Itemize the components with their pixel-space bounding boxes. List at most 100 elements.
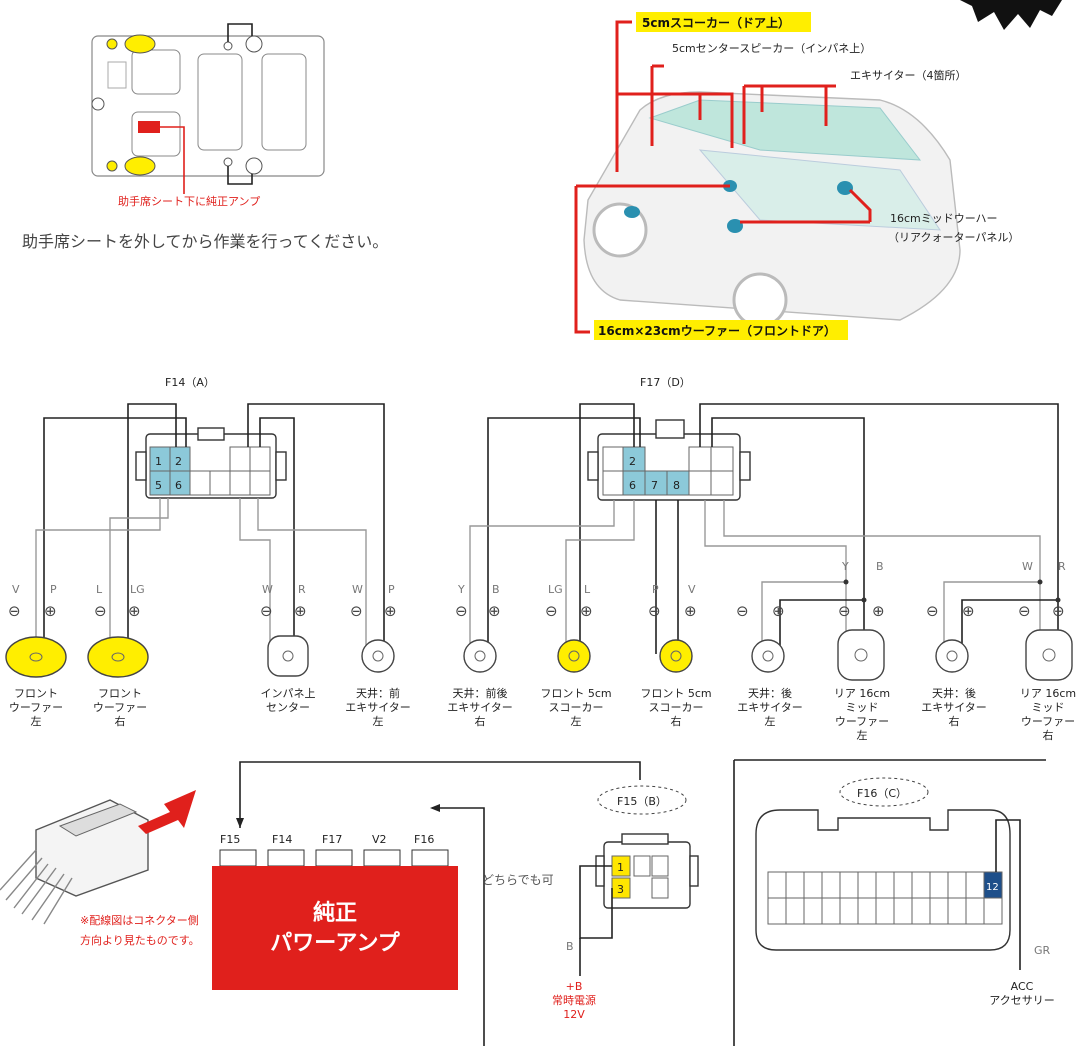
pos-symbol: ⊕ bbox=[580, 602, 593, 620]
neg-symbol: ⊖ bbox=[838, 602, 851, 620]
f17-pin-8: 8 bbox=[673, 479, 680, 492]
pos-symbol: ⊕ bbox=[44, 602, 57, 620]
speaker-label: リア 16cm bbox=[834, 687, 890, 700]
f15-wire-color: B bbox=[566, 940, 574, 953]
pos-symbol: ⊕ bbox=[772, 602, 785, 620]
connector-f16: F16（C） 12 GR ACC アクセサリー bbox=[733, 759, 1055, 1046]
speaker-label: 右 bbox=[949, 714, 960, 728]
acc-label-2: アクセサリー bbox=[989, 994, 1054, 1007]
connector-f15: F15（B） 1 3 どちらでも可 B +B 常時電源 12V bbox=[482, 785, 699, 1021]
amp-port-f15: F15 bbox=[220, 833, 240, 846]
acc-label-1: ACC bbox=[1011, 980, 1034, 993]
wire-pos-2: LG bbox=[130, 583, 145, 596]
speaker-squawker-right bbox=[659, 639, 693, 673]
speaker-rear-midwoofer-left bbox=[837, 629, 885, 681]
amp-port-f17: F17 bbox=[322, 833, 342, 846]
neg-symbol: ⊖ bbox=[350, 602, 363, 620]
pos-symbol: ⊕ bbox=[962, 602, 975, 620]
car-illustration: 5cmスコーカー（ドア上） 5cmセンタースピーカー（インパネ上） エキサイター… bbox=[574, 0, 1062, 340]
pos-symbol: ⊕ bbox=[384, 602, 397, 620]
speaker-label: 天井：後 bbox=[932, 686, 976, 700]
amp-title-line1: 純正 bbox=[313, 900, 357, 926]
callout-exciter: エキサイター（4箇所） bbox=[850, 68, 967, 82]
speaker-label: ミッド bbox=[1032, 701, 1065, 714]
power-amp: F15 F14 F17 V2 F16 純正 パワーアンプ bbox=[212, 761, 641, 1046]
pos-symbol: ⊕ bbox=[872, 602, 885, 620]
amp-port-f14: F14 bbox=[272, 833, 292, 846]
polarity-symbols: ⊖ ⊕ ⊖ ⊕ ⊖ ⊕ ⊖ ⊕ ⊖ ⊕ ⊖ ⊕ ⊖ ⊕ ⊖ ⊕ ⊖ ⊕ ⊖ ⊕ … bbox=[8, 602, 1065, 620]
speaker-label: 天井：前後 bbox=[453, 686, 508, 700]
speaker-label: 右 bbox=[475, 714, 486, 728]
speaker-exciter-front-right bbox=[463, 639, 497, 673]
amp-title-line2: パワーアンプ bbox=[270, 931, 401, 956]
wire-neg-6: LG bbox=[548, 583, 563, 596]
speaker-label: フロント bbox=[14, 687, 58, 700]
connector-note-2: 方向より見たものです。 bbox=[80, 933, 200, 947]
connector-f17: F17（D） 2 6 7 8 bbox=[587, 376, 751, 501]
speaker-label: 天井：後 bbox=[748, 686, 792, 700]
connector-f15-label: F15（B） bbox=[617, 795, 667, 808]
speaker-label: センター bbox=[266, 701, 310, 714]
pos-symbol: ⊕ bbox=[294, 602, 307, 620]
bplus-label-2: 常時電源 bbox=[552, 993, 596, 1007]
wire-neg-2: L bbox=[96, 583, 103, 596]
wire-neg-11: W bbox=[1022, 560, 1033, 573]
speaker-label: リア 16cm bbox=[1020, 687, 1076, 700]
f14-pin-6: 6 bbox=[175, 479, 182, 492]
f16-pin-grid: 12 bbox=[767, 871, 1003, 925]
speaker-label: インパネ上 bbox=[261, 687, 316, 700]
f16-pin-12: 12 bbox=[986, 882, 999, 893]
neg-symbol: ⊖ bbox=[260, 602, 273, 620]
speaker-wiring bbox=[35, 403, 1061, 654]
speaker-label: 右 bbox=[115, 714, 126, 728]
callout-front-woofer: 16cm×23cmウーファー（フロントドア） bbox=[598, 323, 836, 338]
wire-neg-3: W bbox=[262, 583, 273, 596]
wire-neg-4: W bbox=[352, 583, 363, 596]
neg-symbol: ⊖ bbox=[736, 602, 749, 620]
either-ok-note: どちらでも可 bbox=[482, 873, 554, 887]
wire-neg-9: Y bbox=[841, 560, 849, 573]
neg-symbol: ⊖ bbox=[94, 602, 107, 620]
speaker-label: 左 bbox=[765, 715, 776, 728]
speaker-labels: フロント ウーファー 左 フロント ウーファー 右 インパネ上 センター 天井：… bbox=[9, 686, 1076, 742]
speaker-exciter-front-left bbox=[361, 639, 395, 673]
wire-neg-1: V bbox=[12, 583, 20, 596]
speaker-label: ミッド bbox=[846, 701, 879, 714]
wire-pos-1: P bbox=[50, 583, 57, 596]
wire-pos-7: V bbox=[688, 583, 696, 596]
pos-symbol: ⊕ bbox=[488, 602, 501, 620]
connector-plug-illustration: ※配線図はコネクター側 方向より見たものです。 bbox=[0, 790, 200, 947]
f15-pin-1: 1 bbox=[617, 861, 624, 874]
speaker-label: エキサイター bbox=[345, 701, 411, 714]
speaker-front-woofer-right bbox=[87, 636, 149, 678]
callout-center-speaker: 5cmセンタースピーカー（インパネ上） bbox=[672, 42, 871, 55]
f15-pin-3: 3 bbox=[617, 883, 624, 896]
speaker-label: 右 bbox=[1043, 728, 1054, 742]
pos-symbol: ⊕ bbox=[1052, 602, 1065, 620]
speaker-squawker-left bbox=[557, 639, 591, 673]
neg-symbol: ⊖ bbox=[1018, 602, 1031, 620]
connector-note-1: ※配線図はコネクター側 bbox=[80, 913, 199, 927]
speaker-exciter-rear-left bbox=[751, 639, 785, 673]
speaker-rear-midwoofer-right bbox=[1025, 629, 1073, 681]
amp-port-f16: F16 bbox=[414, 833, 434, 846]
speaker-label: ウーファー bbox=[1021, 715, 1075, 728]
wire-neg-7: P bbox=[652, 583, 659, 596]
bplus-label-1: +B bbox=[566, 980, 583, 993]
f17-pin-6: 6 bbox=[629, 479, 636, 492]
wire-pos-9: B bbox=[876, 560, 884, 573]
callout-front-squawker: 5cmスコーカー（ドア上） bbox=[642, 15, 790, 30]
speaker-label: ウーファー bbox=[93, 701, 147, 714]
neg-symbol: ⊖ bbox=[545, 602, 558, 620]
amp-location-note: 助手席シート下に純正アンプ bbox=[118, 194, 260, 208]
speaker-label: 天井：前 bbox=[356, 686, 400, 700]
wire-pos-4: P bbox=[388, 583, 395, 596]
wire-labels: V P L LG W R W P Y B LG L P V Y B W R bbox=[12, 560, 1066, 596]
f14-pin-1: 1 bbox=[155, 455, 162, 468]
connector-f14-label: F14（A） bbox=[165, 376, 215, 389]
speakers bbox=[5, 629, 1073, 681]
speaker-label: エキサイター bbox=[921, 701, 987, 714]
f14-pin-2: 2 bbox=[175, 455, 182, 468]
speaker-label: 左 bbox=[373, 715, 384, 728]
wire-neg-5: Y bbox=[457, 583, 465, 596]
